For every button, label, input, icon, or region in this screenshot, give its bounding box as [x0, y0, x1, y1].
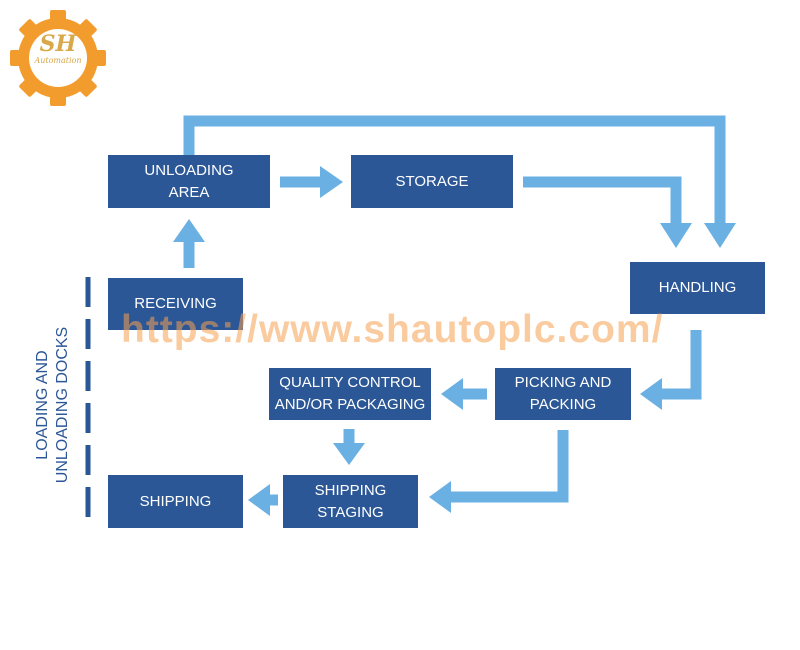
- logo-gear-icon: [10, 10, 106, 106]
- watermark-text: https://www.shautoplc.com/: [121, 308, 664, 351]
- node-unloading-area: UNLOADING AREA: [108, 155, 270, 208]
- node-shipping-staging: SHIPPING STAGING: [283, 475, 418, 528]
- arrow-picking-to-quality: [441, 378, 487, 410]
- node-picking-packing: PICKING AND PACKING: [495, 368, 631, 420]
- arrow-handling-to-picking: [640, 330, 702, 410]
- arrow-top-loop-to-handling: [183, 115, 736, 248]
- logo-text: SH Automation: [30, 32, 86, 66]
- arrow-unloading-to-storage: [280, 166, 343, 198]
- dock-label: LOADING AND UNLOADING DOCKS: [34, 326, 71, 484]
- node-shipping: SHIPPING: [108, 475, 243, 528]
- arrow-picking-to-staging: [429, 430, 569, 513]
- node-handling: HANDLING: [630, 262, 765, 314]
- node-receiving: RECEIVING: [108, 278, 243, 330]
- arrow-quality-to-staging: [333, 429, 365, 465]
- arrow-receiving-to-unloading: [173, 219, 205, 268]
- node-storage: STORAGE: [351, 155, 513, 208]
- arrow-storage-to-handling: [523, 176, 692, 248]
- node-quality-control: QUALITY CONTROL AND/OR PACKAGING: [269, 368, 431, 420]
- logo-sub-text: Automation: [34, 56, 82, 65]
- logo-main-text: SH: [39, 31, 77, 57]
- arrow-staging-to-shipping: [248, 484, 278, 516]
